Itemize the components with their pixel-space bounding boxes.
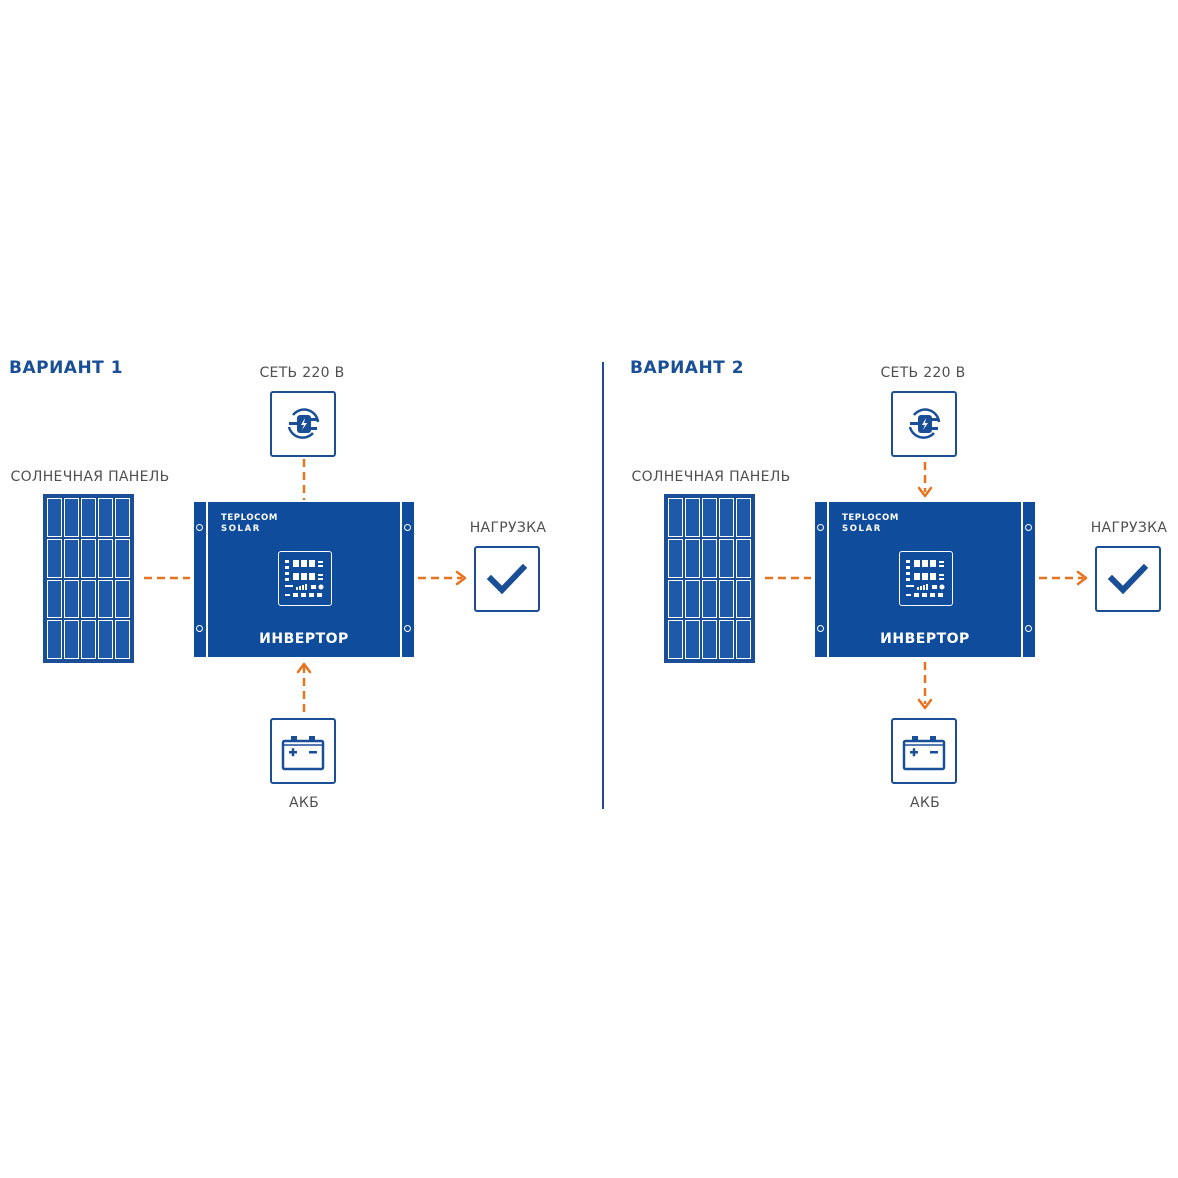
battery-label: АКБ bbox=[288, 795, 320, 811]
solar-panel-icon bbox=[43, 494, 134, 663]
inverter-right-rail bbox=[400, 502, 414, 657]
inverter-display bbox=[278, 551, 332, 606]
battery-label: АКБ bbox=[909, 795, 941, 811]
inverter-left-rail bbox=[815, 502, 829, 657]
battery-box bbox=[891, 718, 957, 784]
solar-label: СОЛНЕЧНАЯ ПАНЕЛЬ bbox=[631, 469, 791, 485]
variant-divider bbox=[602, 362, 604, 809]
arrowhead-load bbox=[1076, 570, 1088, 586]
load-box bbox=[474, 546, 540, 612]
car-battery-icon bbox=[281, 736, 325, 771]
grid-box bbox=[270, 391, 336, 457]
grid-label: СЕТЬ 220 В bbox=[880, 365, 966, 381]
inverter-brand: TEPLOCOM bbox=[842, 513, 899, 523]
arrowhead-load bbox=[455, 570, 467, 586]
grid-label: СЕТЬ 220 В bbox=[259, 365, 345, 381]
car-battery-icon bbox=[902, 736, 946, 771]
solar-label: СОЛНЕЧНАЯ ПАНЕЛЬ bbox=[10, 469, 170, 485]
lcd-display-icon bbox=[906, 560, 945, 597]
load-label: НАГРУЗКА bbox=[1090, 520, 1168, 536]
load-box bbox=[1095, 546, 1161, 612]
power-plug-icon bbox=[287, 408, 320, 439]
inverter: TEPLOCOM SOLAR ИНВ bbox=[815, 502, 1035, 657]
inverter-label: ИНВЕРТОР bbox=[259, 631, 349, 647]
arrowhead-battery-up bbox=[296, 662, 312, 674]
power-plug-icon bbox=[908, 408, 941, 439]
checkmark-icon bbox=[1107, 563, 1149, 595]
inverter-brand-sub: SOLAR bbox=[842, 524, 882, 534]
inverter-label: ИНВЕРТОР bbox=[880, 631, 970, 647]
inverter-right-rail bbox=[1021, 502, 1035, 657]
grid-box bbox=[891, 391, 957, 457]
battery-box bbox=[270, 718, 336, 784]
inverter-brand: TEPLOCOM bbox=[221, 513, 278, 523]
arrowhead-inverter-down bbox=[917, 486, 933, 498]
variant-1: ВАРИАНТ 1 СЕТЬ 220 В СОЛНЕЧНАЯ ПАНЕЛЬ bbox=[9, 358, 547, 811]
inverter-display bbox=[899, 551, 953, 606]
variant-2: ВАРИАНТ 2 СЕТЬ 220 В СОЛНЕЧНАЯ ПАНЕЛЬ bbox=[621, 0, 1178, 1178]
variant-title: ВАРИАНТ 2 bbox=[630, 358, 745, 378]
checkmark-icon bbox=[486, 563, 528, 595]
load-label: НАГРУЗКА bbox=[469, 520, 547, 536]
inverter-left-rail bbox=[194, 502, 208, 657]
solar-panel-icon bbox=[664, 494, 755, 663]
arrowhead-battery-down bbox=[917, 698, 933, 710]
inverter: TEPLOCOM SOLAR ИНВ bbox=[194, 502, 414, 657]
variant-title: ВАРИАНТ 1 bbox=[9, 358, 124, 378]
lcd-display-icon bbox=[285, 560, 324, 597]
inverter-brand-sub: SOLAR bbox=[221, 524, 261, 534]
